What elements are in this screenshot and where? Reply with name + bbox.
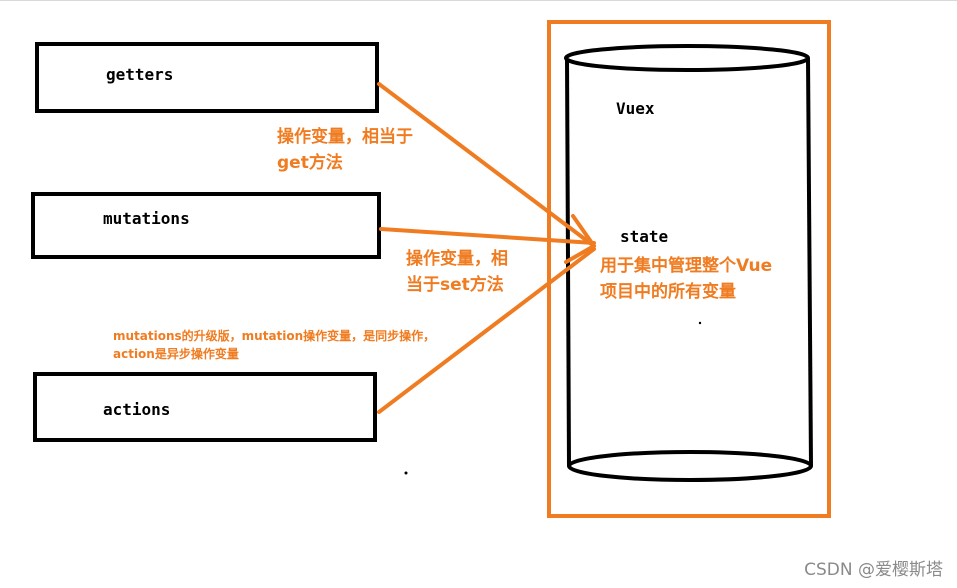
state-description: 用于集中管理整个Vue 项目中的所有变量	[600, 253, 772, 305]
mutations-label: mutations	[103, 209, 190, 228]
actions-note-line1: mutations的升级版，mutation操作变量，是同步操作，	[113, 329, 436, 343]
mutations-note-line1: 操作变量，相	[406, 249, 508, 269]
watermark: CSDN @爱樱斯塔	[804, 560, 943, 580]
actions-note: mutations的升级版，mutation操作变量，是同步操作， action…	[113, 327, 435, 363]
getters-note: 操作变量，相当于 get方法	[277, 124, 413, 176]
actions-box	[33, 372, 377, 442]
getters-box	[35, 42, 379, 113]
mutations-note-line2: 当于set方法	[406, 275, 504, 295]
getters-note-line1: 操作变量，相当于	[277, 127, 413, 147]
mutations-note: 操作变量，相 当于set方法	[406, 246, 508, 298]
state-label: state	[620, 227, 669, 246]
mutations-box	[31, 192, 381, 259]
actions-note-line2: action是异步操作变量	[113, 347, 239, 361]
arrows	[377, 82, 596, 414]
arrowhead	[564, 214, 596, 264]
getters-note-line2: get方法	[277, 153, 343, 173]
vuex-frame	[547, 20, 831, 518]
arrow-actions	[377, 247, 596, 414]
getters-label: getters	[106, 65, 174, 84]
vuex-title: Vuex	[616, 99, 655, 118]
state-description-line2: 项目中的所有变量	[600, 282, 736, 302]
actions-label: actions	[103, 400, 171, 419]
arrow-mutations	[379, 227, 596, 245]
top-border	[0, 0, 957, 1]
arrow-getters	[377, 82, 596, 248]
state-description-line1: 用于集中管理整个Vue	[600, 256, 773, 276]
stray-dot	[698, 321, 702, 325]
stray-dot	[404, 471, 408, 475]
